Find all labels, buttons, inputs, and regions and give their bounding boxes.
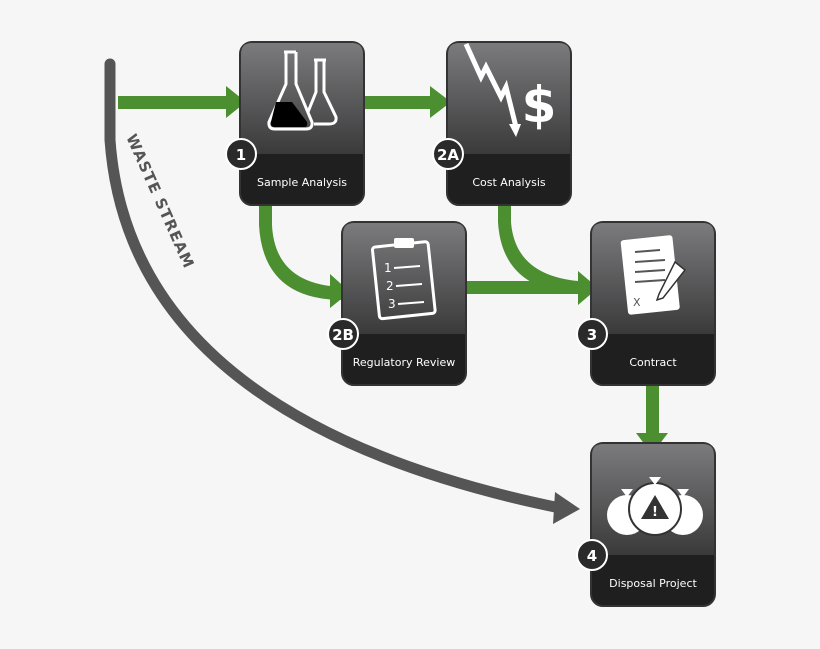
step-badge-text: 1 [236,146,246,164]
step-sample-analysis: 1 Sample Analysis [225,41,365,206]
step-regulatory-review: 1 2 3 2B Regulatory Review [327,221,467,386]
step-label: Disposal Project [609,577,697,590]
step-badge-text: 2B [332,326,354,344]
svg-text:$: $ [522,76,557,134]
waste-stream-arrow [104,58,580,524]
step-badge [327,318,359,350]
signed-contract-icon: X [620,235,687,315]
svg-text:2: 2 [386,279,394,293]
step-badge-text: 4 [587,547,597,565]
svg-text:1: 1 [384,261,392,275]
hazard-money-bags-icon: ! [607,477,703,536]
step-cost-analysis: $ 2A Cost Analysis [432,41,572,206]
svg-text:3: 3 [388,297,396,311]
arrow-contract-to-disposal [646,385,659,435]
step-label: Contract [629,356,677,369]
step-badge [432,138,464,170]
arrow-stream-to-sample [118,96,228,109]
step-label: Regulatory Review [353,356,456,369]
flasks-icon [267,50,338,131]
step-badge [576,539,608,571]
step-badge-text: 3 [587,326,597,344]
arrow-sample-to-cost [364,96,432,109]
step-label: Sample Analysis [257,176,347,189]
svg-text:X: X [633,296,641,309]
step-label: Cost Analysis [472,176,546,189]
arrow-sample-to-regulatory [259,205,343,300]
step-badge-text: 2A [437,146,459,164]
step-badge [576,318,608,350]
step-badge [225,138,257,170]
svg-text:!: ! [652,505,658,520]
clipboard-checklist-icon: 1 2 3 [370,238,437,321]
arrow-cost-to-contract [498,205,578,294]
step-disposal-project: ! 4 Disposal Project [576,442,716,607]
falling-dollar-icon: $ [463,42,557,137]
step-contract: X 3 Contract [576,221,716,386]
